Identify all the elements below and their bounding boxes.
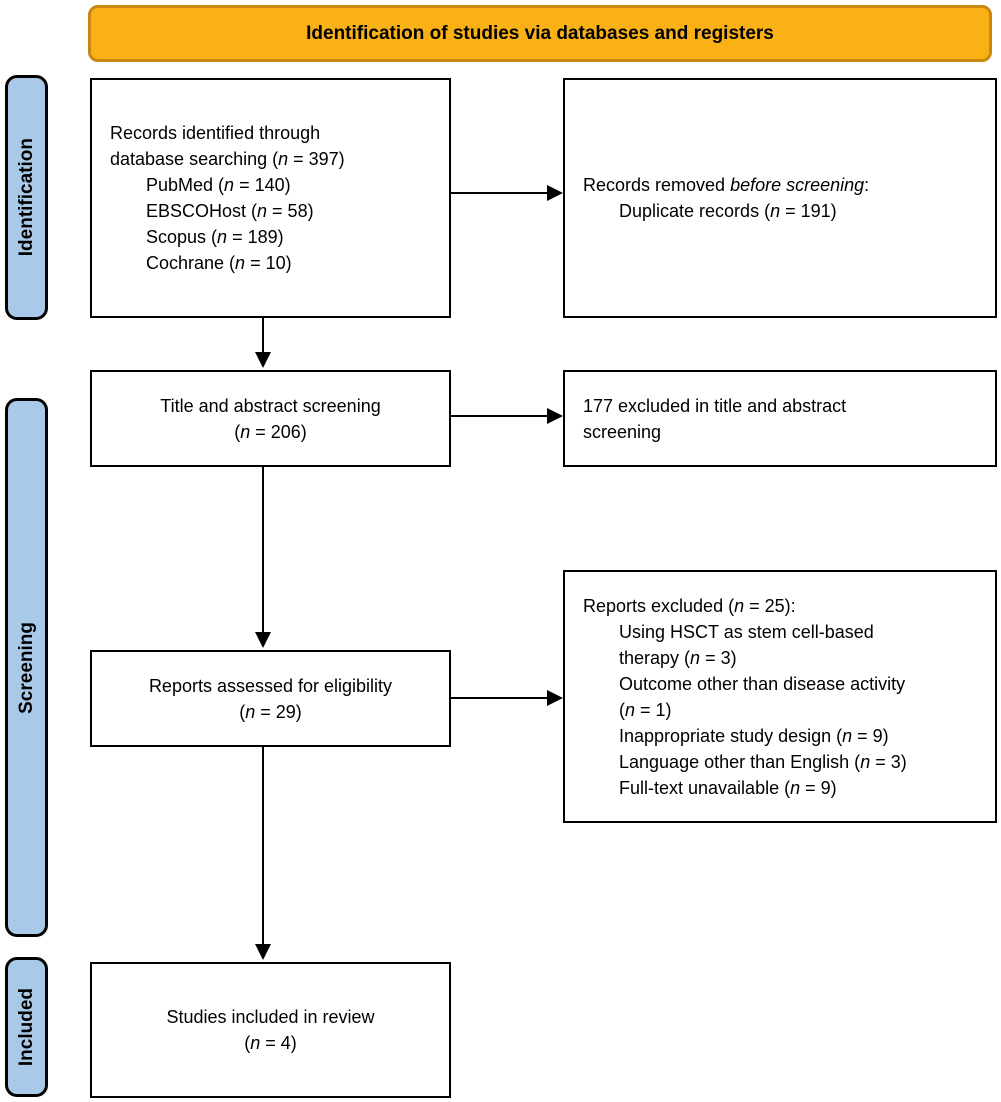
- arrow-identified-to-screening: [255, 318, 271, 368]
- text-line: Inappropriate study design (n = 9): [619, 725, 889, 746]
- box-records-removed: Records removed before screening: Duplica…: [563, 78, 997, 318]
- box-title-abstract-screening: Title and abstract screening (n = 206): [90, 370, 451, 467]
- text-line: Outcome other than disease activity: [619, 673, 906, 694]
- text-line: 177 excluded in title and abstract: [583, 395, 847, 416]
- arrow-assessed-to-reports-excluded: [450, 690, 563, 706]
- stage-included-label: Included: [15, 987, 37, 1067]
- box-records-identified: Records identified through database searc…: [90, 78, 451, 318]
- text-line: (n = 1): [619, 699, 672, 720]
- stage-identification: Identification: [5, 75, 48, 320]
- text-line: Records removed before screening:: [583, 175, 870, 195]
- arrow-assessed-to-included: [255, 747, 271, 960]
- text-line: Studies included in review: [166, 1007, 375, 1027]
- box-excluded-title-abstract: 177 excluded in title and abstract screen…: [563, 370, 997, 467]
- text-line: (n = 4): [244, 1033, 297, 1053]
- text-line: (n = 206): [234, 421, 307, 442]
- arrow-identified-to-removed: [450, 185, 563, 201]
- text-line: screening: [583, 421, 662, 442]
- stage-screening-label: Screening: [15, 621, 37, 714]
- text-line: Using HSCT as stem cell-based: [619, 621, 874, 642]
- diagram-title-banner: Identification of studies via databases …: [88, 5, 992, 62]
- box-reports-excluded: Reports excluded (n = 25): Using HSCT as …: [563, 570, 997, 823]
- text-line: Title and abstract screening: [160, 395, 381, 416]
- text-line: Duplicate records (n = 191): [619, 201, 837, 221]
- box-reports-assessed: Reports assessed for eligibility (n = 29): [90, 650, 451, 747]
- text-line: EBSCOHost (n = 58): [146, 201, 314, 221]
- text-line: Reports excluded (n = 25):: [583, 595, 796, 616]
- arrow-screening-to-assessed: [255, 467, 271, 648]
- text-line: Reports assessed for eligibility: [148, 675, 393, 696]
- text-line: (n = 29): [239, 701, 302, 722]
- stage-included: Included: [5, 957, 48, 1097]
- stage-screening: Screening: [5, 398, 48, 937]
- text-line: Scopus (n = 189): [146, 227, 284, 247]
- diagram-title: Identification of studies via databases …: [306, 22, 774, 44]
- text-line: Records identified through: [110, 123, 321, 143]
- text-line: therapy (n = 3): [619, 647, 737, 668]
- text-line: Language other than English (n = 3): [619, 751, 907, 772]
- arrow-screening-to-excluded: [450, 408, 563, 424]
- text-line: database searching (n = 397): [110, 149, 345, 169]
- box-studies-included: Studies included in review (n = 4): [90, 962, 451, 1098]
- stage-identification-label: Identification: [15, 138, 37, 257]
- text-line: PubMed (n = 140): [146, 175, 291, 195]
- text-line: Full-text unavailable (n = 9): [619, 777, 837, 798]
- text-line: Cochrane (n = 10): [146, 253, 292, 273]
